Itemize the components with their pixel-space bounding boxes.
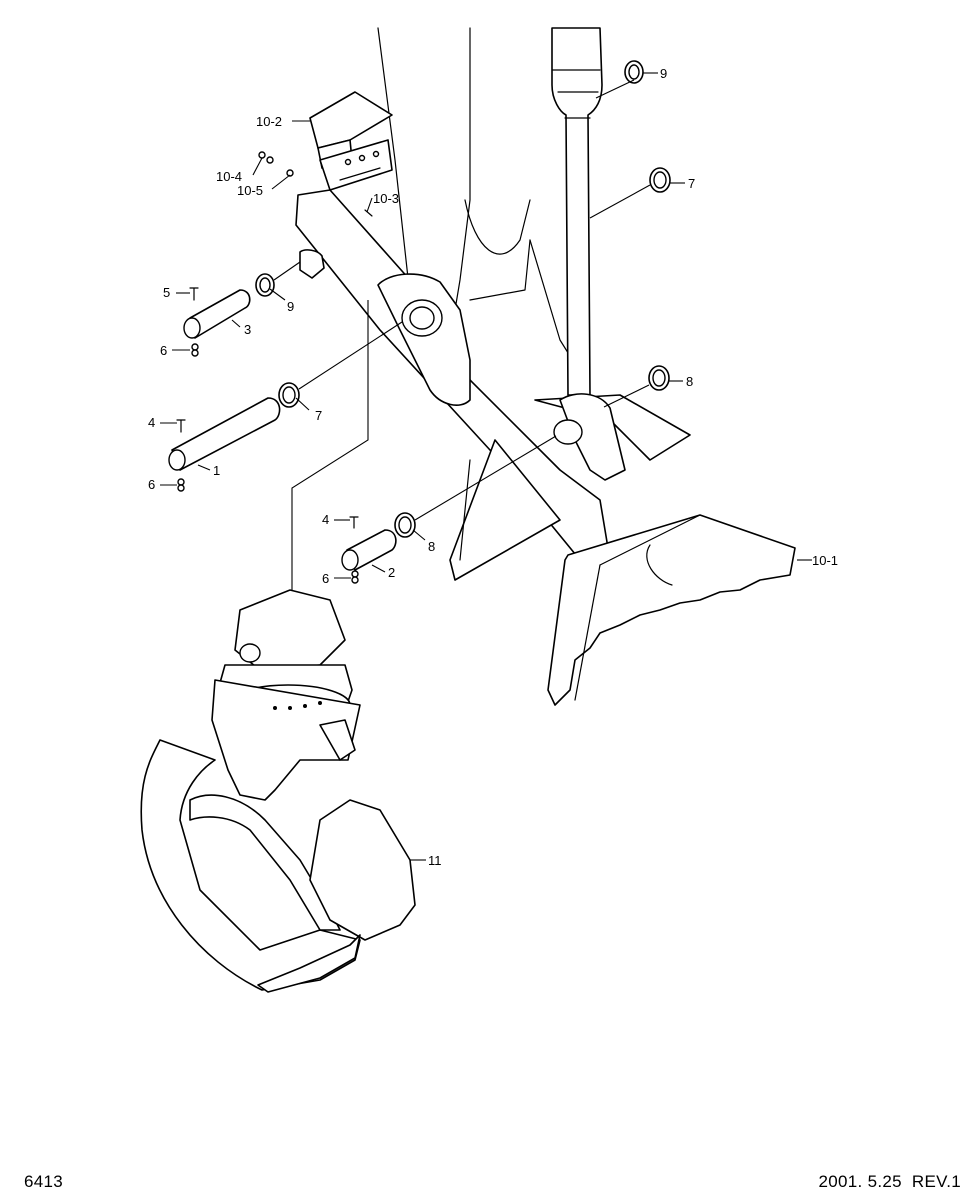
pin-1 [168,397,281,471]
callout-10-4: 10-4 [216,169,242,184]
leader-lines [160,72,812,861]
revision-date: 2001. 5.25 [818,1172,902,1191]
callout-6: 6 [148,477,155,492]
pin-2 [341,529,397,571]
callout-3: 3 [244,322,251,337]
callout-6: 6 [322,571,329,586]
callout-4: 4 [148,415,155,430]
callout-labels: 1 2 3 4 4 5 6 6 6 7 7 8 8 9 9 10-1 10-2 … [148,66,838,868]
callout-10-5: 10-5 [237,183,263,198]
callout-2: 2 [388,565,395,580]
callout-7: 7 [688,176,695,191]
callout-6: 6 [160,343,167,358]
shim-ring-7-lower [278,382,300,408]
callout-8: 8 [686,374,693,389]
shim-ring-7-upper [649,167,671,193]
callout-5: 5 [163,285,170,300]
rotator-grapple [140,589,416,993]
revision-label: REV.1 [911,1172,961,1191]
callout-10-2: 10-2 [256,114,282,129]
callout-9: 9 [660,66,667,81]
date-revision: 2001. 5.25 REV.1 [819,1172,961,1192]
shim-ring-9-upper [624,60,644,84]
cover-bracket [309,91,393,191]
pin-3 [183,289,251,339]
adapter-frame [295,189,691,581]
callout-9: 9 [287,299,294,314]
shim-ring-8-lower [394,512,416,538]
bolts-and-nuts [176,151,373,584]
callout-10-3: 10-3 [373,191,399,206]
dipper-arm [377,27,586,381]
callout-7: 7 [315,408,322,423]
stabilizer-blade [547,514,796,706]
callout-10-1: 10-1 [812,553,838,568]
callout-4: 4 [322,512,329,527]
callout-1: 1 [213,463,220,478]
page-number: 6413 [24,1172,64,1191]
callout-11: 11 [428,853,442,868]
callout-8: 8 [428,539,435,554]
shim-ring-9-lower [255,273,275,297]
shim-ring-8-upper [648,365,670,391]
